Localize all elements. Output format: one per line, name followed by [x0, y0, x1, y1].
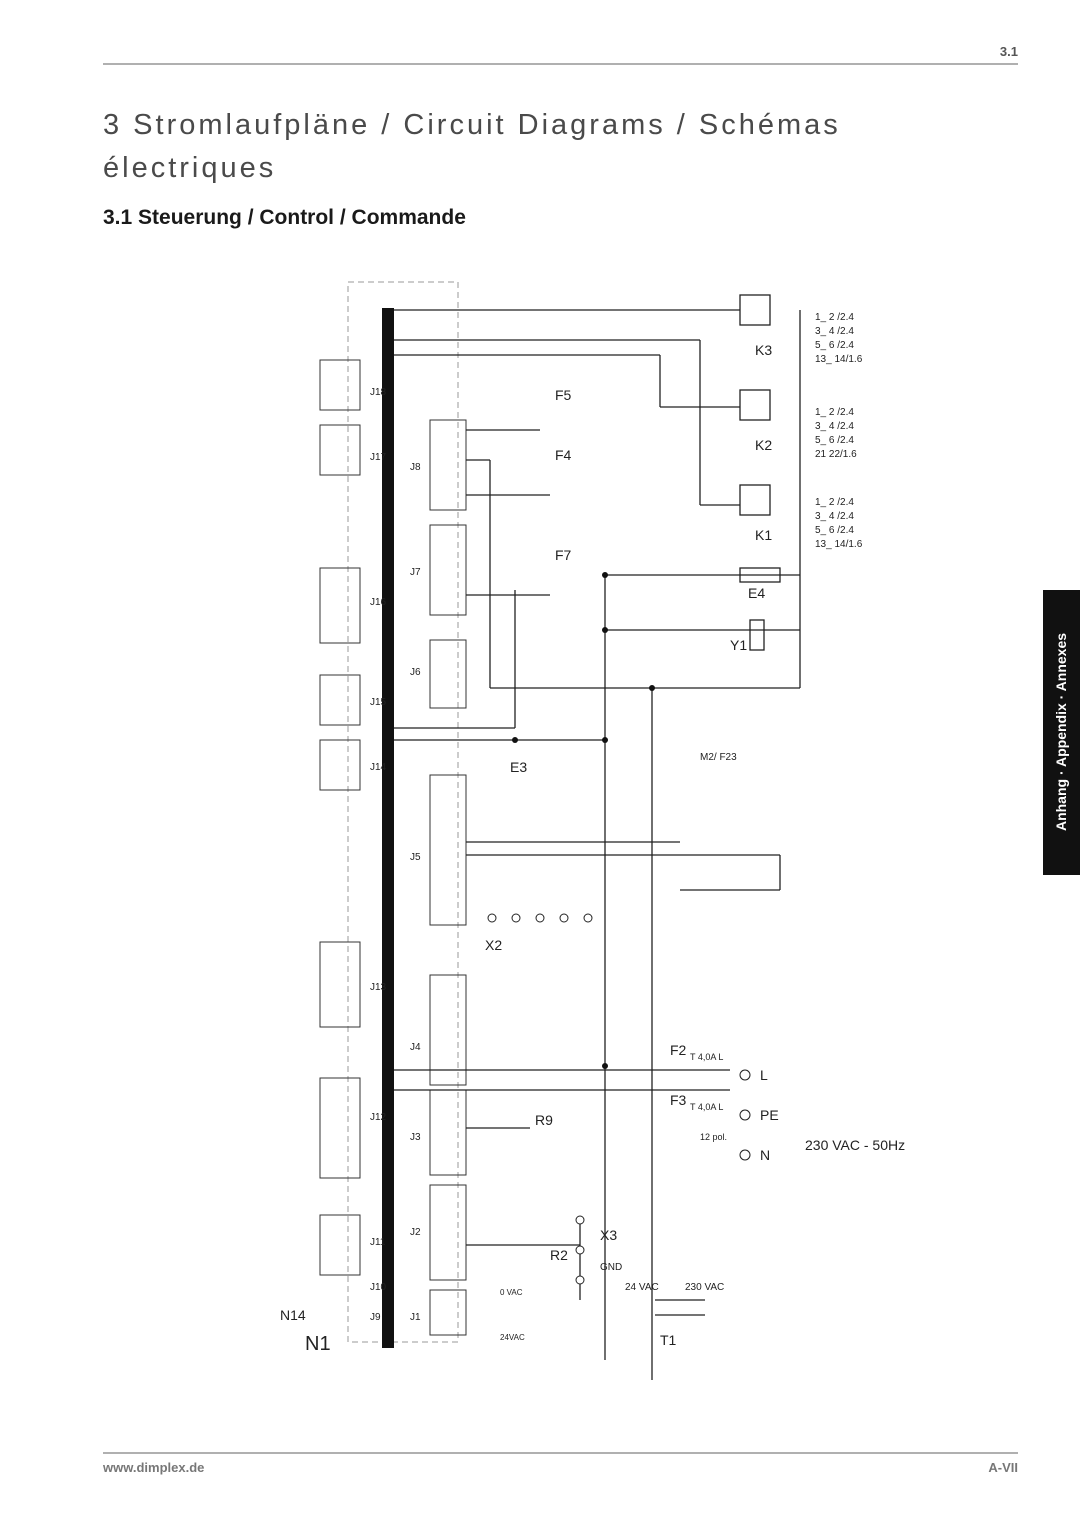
fuse-f3-rating: T 4,0A L	[690, 1102, 723, 1112]
label-j10: J10	[370, 1282, 387, 1293]
relay-k2-coil	[739, 389, 771, 421]
side-tab-label: Anhang · Appendix · Annexes	[1053, 632, 1069, 832]
label-j8: J8	[410, 462, 421, 473]
relay-k3-coil	[739, 294, 771, 326]
label-y1: Y1	[730, 637, 747, 653]
label-r9: R9	[535, 1112, 553, 1128]
k1-contact-4: 13_ 14/1.6	[815, 539, 863, 550]
board-outline	[347, 281, 459, 1343]
label-j11: J11	[370, 1237, 386, 1248]
label-j14: J14	[370, 762, 387, 773]
k3-contact-4: 13_ 14/1.6	[815, 354, 863, 365]
label-f5: F5	[555, 387, 572, 403]
label-f7: F7	[555, 547, 572, 563]
label-f3: F3	[670, 1092, 687, 1108]
vac24-label: 24VAC	[500, 1333, 525, 1342]
label-j18: J18	[370, 387, 387, 398]
section-number: 3.1	[999, 44, 1018, 59]
k1-contact-3: 5_ 6 /2.4	[815, 525, 854, 536]
valve-y1	[749, 619, 765, 651]
junction-dots	[512, 572, 655, 1069]
relay-k1-coil	[739, 484, 771, 516]
label-j16: J16	[370, 597, 387, 608]
label-j3: J3	[410, 1132, 421, 1143]
transformer-t1	[655, 1299, 705, 1316]
label-j13: J13	[370, 982, 387, 993]
footer-rule	[103, 1452, 1018, 1454]
supply-label: 230 VAC - 50Hz	[805, 1137, 905, 1153]
transformer-primary: 230 VAC	[685, 1282, 724, 1293]
label-j1: J1	[410, 1312, 421, 1323]
label-j9: J9	[370, 1312, 381, 1323]
k3-contact-3: 5_ 6 /2.4	[815, 340, 854, 351]
label-x3: X3	[600, 1227, 617, 1243]
k3-contact-2: 3_ 4 /2.4	[815, 326, 854, 337]
terminals	[487, 913, 751, 1285]
label-j17: J17	[370, 452, 387, 463]
terminal-n: N	[760, 1147, 770, 1163]
bus-bar	[382, 308, 394, 1348]
label-k2: K2	[755, 437, 772, 453]
m2-f23-label: M2/ F23	[700, 752, 737, 763]
relays	[739, 294, 781, 651]
label-j15: J15	[370, 697, 387, 708]
label-j2: J2	[410, 1227, 421, 1238]
footer-page-number: A-VII	[988, 1460, 1018, 1475]
terminal-pe: PE	[760, 1107, 779, 1123]
label-r2: R2	[550, 1247, 568, 1263]
k2-contact-3: 5_ 6 /2.4	[815, 435, 854, 446]
label-f4: F4	[555, 447, 572, 463]
label-n14: N14	[280, 1307, 306, 1323]
label-j6: J6	[410, 667, 421, 678]
k1-contact-2: 3_ 4 /2.4	[815, 511, 854, 522]
label-n1: N1	[305, 1333, 331, 1355]
heater-e4	[739, 567, 781, 583]
wiring	[394, 309, 801, 1380]
label-t1: T1	[660, 1332, 677, 1348]
k3-contact-1: 1_ 2 /2.4	[815, 312, 854, 323]
label-j12: J12	[370, 1112, 387, 1123]
label-j5: J5	[410, 852, 421, 863]
k1-contact-1: 1_ 2 /2.4	[815, 497, 854, 508]
header-rule	[103, 63, 1018, 65]
label-j7: J7	[410, 567, 421, 578]
label-k1: K1	[755, 527, 772, 543]
footer-url[interactable]: www.dimplex.de	[103, 1460, 205, 1475]
label-j4: J4	[410, 1042, 421, 1053]
bottom-connectors	[429, 419, 467, 1336]
terminal-l: L	[760, 1067, 768, 1083]
fuse-f2-rating: T 4,0A L	[690, 1052, 723, 1062]
pol-label: 12 pol.	[700, 1132, 727, 1142]
label-e3: E3	[510, 759, 527, 775]
zero-vac-label: 0 VAC	[500, 1288, 523, 1297]
label-e4: E4	[748, 585, 765, 601]
circuit-diagram: N1 N14 T1 X2 X3 E3 F5 F4 F7 K1 K2 K3 E4 …	[280, 281, 905, 1380]
k2-contact-4: 21 22/1.6	[815, 449, 857, 460]
k2-contact-1: 1_ 2 /2.4	[815, 407, 854, 418]
gnd-label: GND	[600, 1262, 622, 1273]
section-title: 3.1 Steuerung / Control / Commande	[103, 206, 466, 229]
label-f2: F2	[670, 1042, 687, 1058]
diagram-labels: N1 N14 T1 X2 X3 E3 F5 F4 F7 K1 K2 K3 E4 …	[280, 312, 905, 1355]
side-tab: Anhang · Appendix · Annexes	[1043, 590, 1080, 875]
label-k3: K3	[755, 342, 772, 358]
chapter-title: 3 Stromlaufpläne / Circuit Diagrams / Sc…	[103, 109, 841, 184]
k2-contact-2: 3_ 4 /2.4	[815, 421, 854, 432]
transformer-secondary: 24 VAC	[625, 1282, 659, 1293]
top-connectors	[319, 359, 361, 1276]
label-x2: X2	[485, 937, 502, 953]
